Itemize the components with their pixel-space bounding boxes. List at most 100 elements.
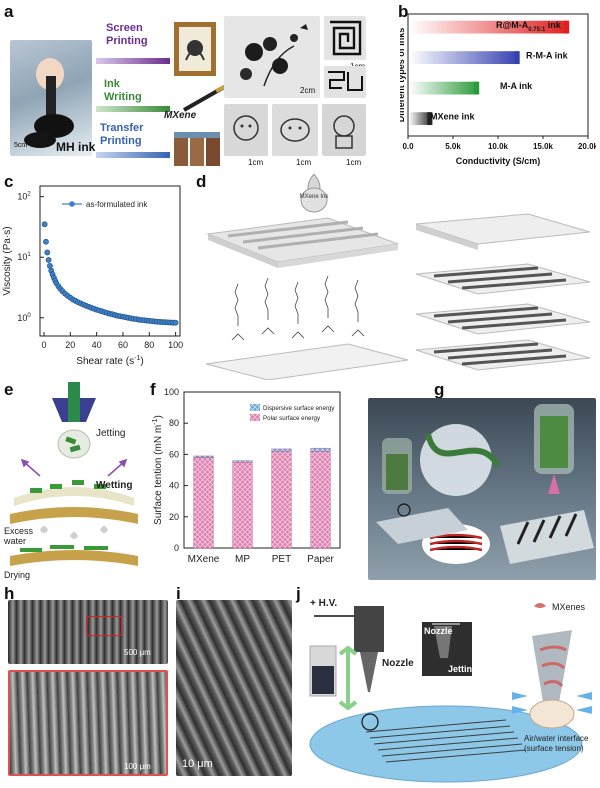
- ink-arrow: [96, 106, 170, 112]
- chart-f-bar: [193, 457, 214, 549]
- chart-f-xtick-label: Paper: [307, 554, 334, 565]
- chart-c-point: [47, 262, 53, 269]
- chart-f-ylabel-part: Surface tention (mN m: [153, 425, 164, 525]
- stamps-photo: [174, 132, 220, 166]
- chart-b-bar-cap: [427, 112, 432, 126]
- transfer-printing-label: Transfer Printing: [100, 122, 144, 147]
- chart-f-xtick-label: MXene: [188, 554, 220, 565]
- cartoon-2-photo: [272, 104, 318, 156]
- panel-label-i: i: [176, 584, 181, 603]
- scale-300um: 300 μm: [444, 616, 465, 622]
- chart-f-ytick-label: 100: [164, 387, 179, 397]
- drying-label: Drying: [4, 570, 31, 580]
- chart-f-bar: [232, 460, 253, 463]
- mh-ink-label: MH ink: [56, 140, 96, 154]
- chart-c-ytick-sup: 1: [27, 252, 31, 258]
- scale-10um: 10 μm: [182, 758, 213, 770]
- panel-label-a: a: [4, 2, 14, 21]
- panel-j-schematic: [309, 603, 592, 783]
- chart-f-ytick-label: 20: [169, 512, 179, 522]
- spiral-print-photo: [324, 16, 366, 60]
- chart-f-ytick-label: 80: [169, 418, 179, 428]
- chart-b-label-rma: R-M-A ink: [526, 51, 569, 61]
- ink-dropper-graphic: [24, 58, 74, 148]
- cartoon-1-photo: [224, 104, 268, 156]
- panel-label-f: f: [150, 380, 156, 399]
- scale-500um: 500 μm: [124, 648, 151, 657]
- panel-d-schematic: MXene Ink: [205, 174, 591, 380]
- chart-f-bar: [193, 455, 214, 458]
- chart-c-xtick-label: 80: [144, 340, 154, 350]
- chart-c-ytick-sup: 0: [27, 313, 31, 319]
- chart-c-frame: [39, 185, 181, 337]
- panel-e-schematic: [10, 382, 138, 566]
- panel-label-j: j: [296, 584, 301, 603]
- chart-c-xtick-label: 100: [168, 340, 183, 350]
- transfer-arrow: [96, 152, 170, 158]
- panel-j: + H.V. Nozzle Nozzle Jetting 300 μm MXen…: [296, 596, 598, 786]
- chart-f-xtick-label: MP: [235, 554, 250, 565]
- scale-1cm-cartoon1: 1cm: [248, 158, 264, 167]
- mxene-ink-drop-label: MXene Ink: [300, 194, 330, 200]
- chart-f-ytick-label: 40: [169, 481, 179, 491]
- scale-1cm-cartoon3: 1cm: [346, 158, 362, 167]
- hv-label: + H.V.: [310, 598, 338, 609]
- chart-f-legend-swatch: [250, 404, 260, 411]
- sem-fiber-photo: [176, 600, 292, 776]
- chart-f-ylabel: Surface tention (mN m-1): [152, 415, 164, 525]
- cartoon-3-photo: [322, 104, 366, 156]
- chart-c-xlabel-sup: -1: [134, 355, 140, 362]
- chart-b-bar-cap: [564, 20, 569, 34]
- excess-water-label: Excess water: [4, 526, 34, 546]
- chart-f-legend-swatch: [250, 414, 260, 421]
- sem-zoom-box: [86, 616, 122, 636]
- chart-f-frame: [183, 391, 341, 549]
- chart-f-bar: [310, 447, 331, 452]
- mxene-pen-label: MXene: [164, 110, 197, 121]
- chart-b-label-subscript: 0.75:1: [528, 27, 546, 33]
- panel-label-h: h: [4, 584, 15, 603]
- ink-writing-label: Ink Writing: [104, 78, 142, 103]
- wetting-label: Wetting: [96, 480, 133, 491]
- panel-e: Jetting Wetting Excess water Drying: [0, 380, 148, 584]
- chart-c-xlabel-part: Shear rate (s: [76, 356, 134, 367]
- chart-f-legend-text: Dispersive surface energy: [263, 405, 335, 412]
- chart-c-point: [44, 249, 51, 256]
- nozzle-label: Nozzle: [382, 658, 414, 669]
- pen-graphic: [183, 84, 227, 112]
- chart-b-xtick-label: 0.0: [402, 142, 414, 151]
- jetting-inset-label: Jetting: [448, 664, 478, 674]
- chart-f-bar: [271, 451, 292, 549]
- panel-label-g: g: [434, 380, 445, 399]
- chart-c-ylabel: Viscosity (Pa·s): [2, 226, 13, 295]
- chart-b-xtick-label: 5.0k: [445, 142, 461, 151]
- chart-f-bar: [310, 451, 331, 549]
- screen-arrow: [96, 58, 170, 64]
- chart-b-xtick-label: 10.0k: [488, 142, 509, 151]
- mxene-ink-line: MXene Ink: [300, 194, 330, 200]
- panel-a: MH ink 5cm Screen Printing Ink Writing T…: [0, 0, 395, 170]
- chart-b-bar: [409, 81, 480, 95]
- chart-f-bar: [232, 461, 253, 549]
- nozzle-inset-label: Nozzle: [424, 626, 453, 636]
- chart-b-bar: [409, 51, 520, 65]
- sem-overview-photo: [8, 600, 168, 664]
- chart-b-bar-cap: [474, 81, 479, 95]
- scale-100um: 100 μm: [124, 762, 151, 771]
- panel-g-render: [368, 398, 596, 580]
- chart-c-ytick-sup: 2: [27, 192, 31, 198]
- scale-1cm-cartoon2: 1cm: [296, 158, 312, 167]
- panel-label-e: e: [4, 380, 14, 399]
- chart-f-xtick-label: PET: [272, 554, 291, 565]
- mxenes-label: MXenes: [552, 602, 586, 612]
- chart-c-xlabel: Shear rate (s-1): [76, 355, 143, 367]
- chart-b-xlabel: Conductivity (S/cm): [456, 156, 541, 166]
- mh-ink-photo: [10, 40, 92, 156]
- interface-label: Air/water interface (surface tension): [524, 734, 589, 753]
- chart-f-bar: [271, 448, 292, 452]
- chart-b-bar-cap: [514, 51, 519, 65]
- chart-c-ytick-label: 102: [17, 192, 31, 202]
- chart-c-point: [43, 238, 49, 245]
- flower-print-photo: [224, 16, 320, 98]
